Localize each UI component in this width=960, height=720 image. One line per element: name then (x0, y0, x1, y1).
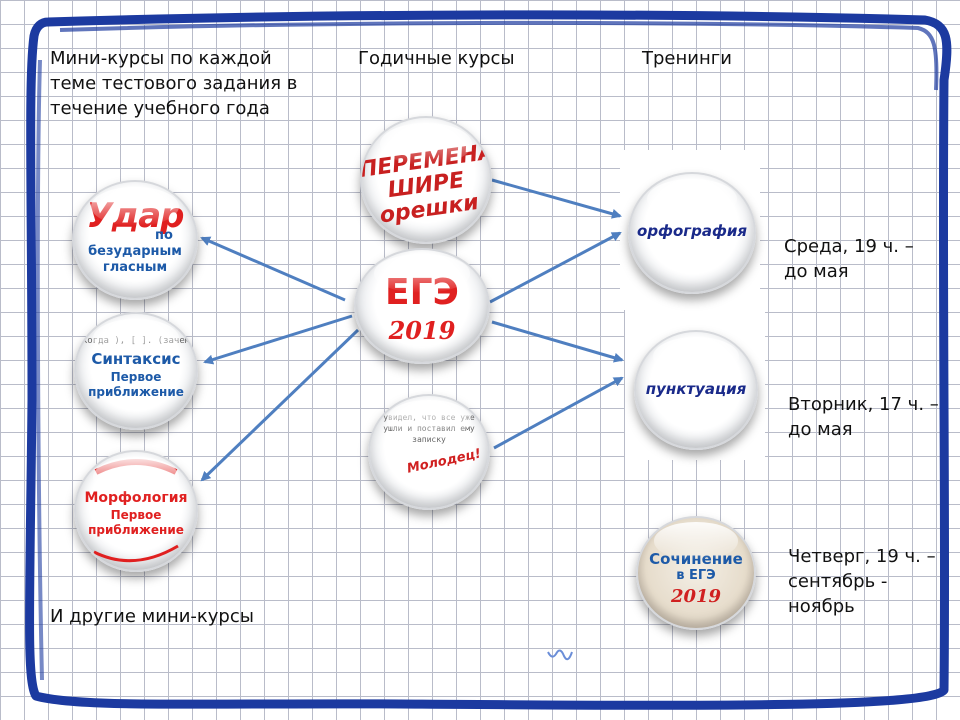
arrow-yearly2-to-punktuacia (493, 376, 624, 450)
schedule-punktuacia: Вторник, 17 ч. – до мая (788, 394, 939, 440)
yearly-course-punctuation-ball[interactable]: увидел, что все уже ушли и поставил ему … (368, 394, 490, 510)
yearly-note: Молодец! (405, 446, 483, 477)
minicourse-sub: по (155, 228, 173, 243)
doodle-mark (547, 649, 573, 661)
header-trainings: Тренинги (642, 48, 732, 69)
minicourse-morphology-ball[interactable]: Морфология Первое приближение (74, 450, 198, 572)
arrow-yearly1-to-orfografia (491, 178, 622, 219)
minicourse-sub: приближение (88, 385, 184, 399)
header-yearly: Годичные курсы (358, 48, 515, 69)
ege-title: ЕГЭ (385, 272, 459, 313)
yearly-scribble: ПЕРЕМЕНА ШИРЕ орешки (360, 139, 492, 229)
minicourse-syntax-ball[interactable]: когда ), [ ]. (зачем Синтаксис Первое пр… (74, 312, 198, 430)
minicourse-scribble: когда ), [ ]. (зачем (81, 336, 191, 346)
schedule-orfografia: Среда, 19 ч. – до мая (784, 236, 914, 282)
training-label: в ЕГЭ (676, 568, 716, 583)
yearly-scribble: увидел, что все уже ушли и поставил ему … (383, 413, 475, 444)
minicourse-sub: безударным (88, 244, 182, 259)
training-label: орфография (637, 222, 747, 240)
arrow-ege-to-punktuacia (491, 320, 624, 363)
minicourse-sub: гласным (102, 260, 168, 275)
ege-year: 2019 (388, 316, 456, 345)
training-year: 2019 (670, 586, 722, 607)
minicourse-title: Синтаксис (91, 350, 181, 368)
training-label: Сочинение (649, 550, 743, 568)
minicourse-sub: Первое (110, 508, 162, 522)
training-label: пунктуация (645, 380, 747, 398)
arrow-to-syntax (203, 314, 353, 365)
arrow-to-morphology (200, 328, 360, 482)
training-punktuacia-ball[interactable]: пунктуация (634, 330, 758, 450)
minicourse-sub: Первое (110, 370, 162, 384)
header-minicourses: Мини-курсы по каждой теме тестового зада… (50, 48, 298, 119)
yearly-course-spelling-ball[interactable]: ПЕРЕМЕНА ШИРЕ орешки (360, 116, 492, 244)
training-essay-ball[interactable]: Сочинение в ЕГЭ 2019 (636, 516, 756, 630)
minicourse-sub: приближение (88, 523, 184, 537)
minicourse-udar-ball[interactable]: Удар по безударным гласным (72, 180, 198, 300)
red-swirl-icon (93, 459, 179, 563)
minicourse-title: Удар (86, 196, 185, 236)
schedule-essay: Четверг, 19 ч. – сентябрь - ноябрь (788, 546, 936, 617)
training-orfografia-ball[interactable]: орфография (628, 172, 756, 294)
arrow-ege-to-orfografia (489, 231, 622, 304)
minicourse-title: Морфология (84, 490, 188, 506)
other-minicourses-note: И другие мини-курсы (50, 606, 254, 627)
arrow-to-udar (200, 236, 346, 302)
ege-center-ball[interactable]: ЕГЭ 2019 (354, 248, 490, 364)
